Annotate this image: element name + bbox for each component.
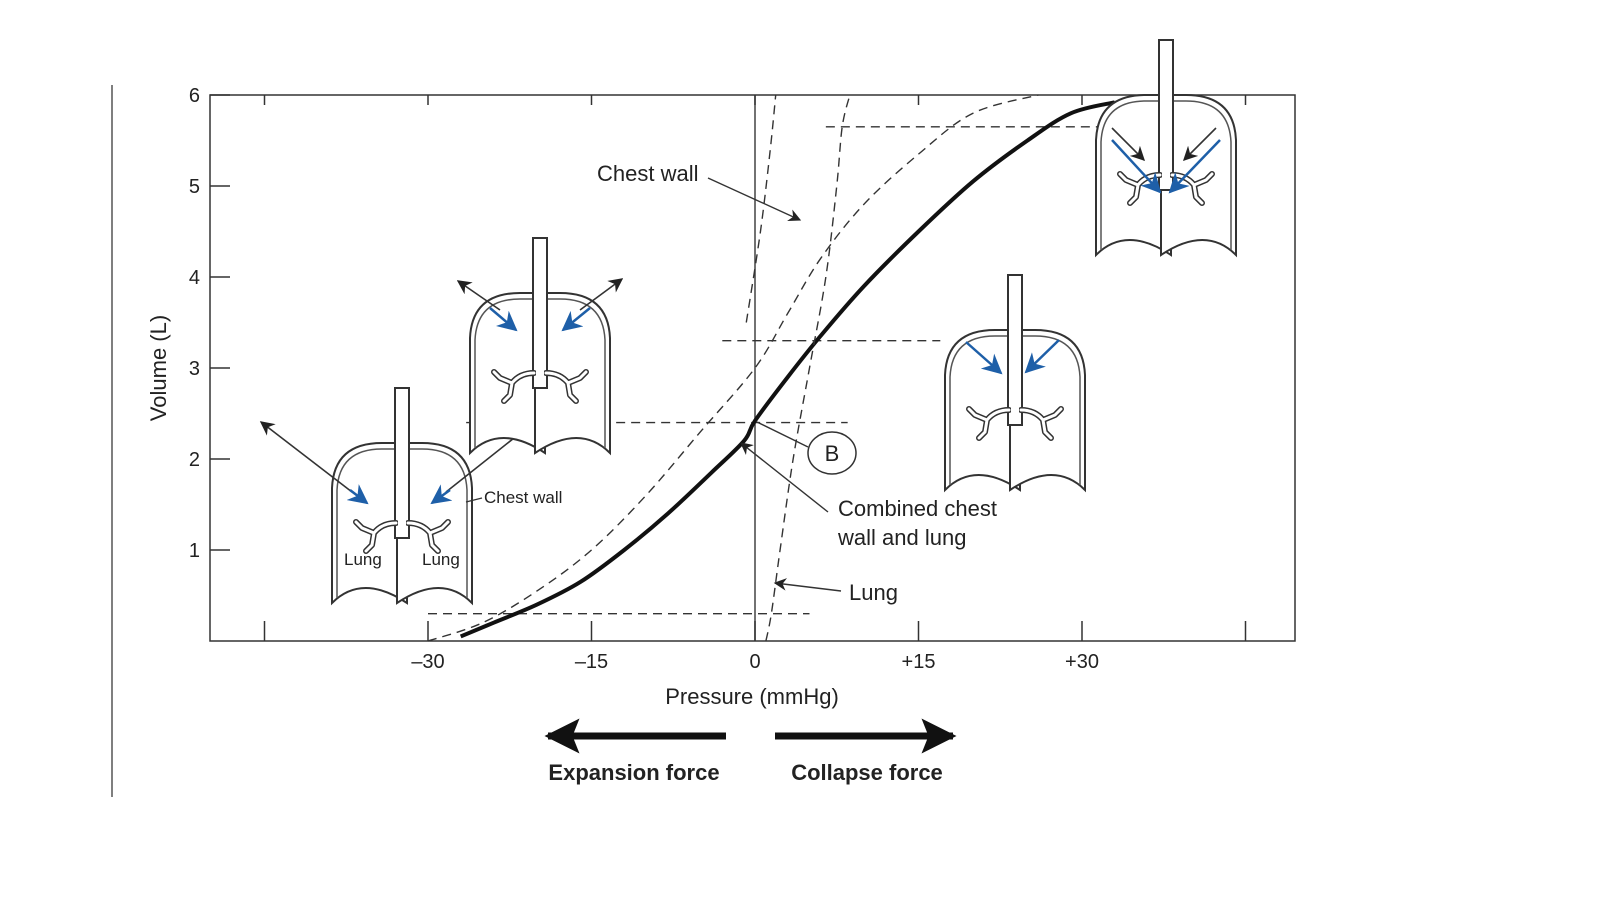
y-tick-label: 6 bbox=[189, 85, 200, 107]
expansion-force-label: Expansion force bbox=[548, 760, 719, 785]
blue-arrow-mr-right bbox=[1024, 339, 1060, 374]
y-ticks: 1 2 3 4 5 6 bbox=[189, 85, 230, 562]
series-line-1 bbox=[459, 100, 1116, 639]
lung-diagram-bottom-left: Lung Lung bbox=[332, 388, 472, 603]
annotation-lung-leader bbox=[773, 578, 842, 592]
blue-arrow-ul-right bbox=[561, 307, 591, 332]
expansion-arrow-left bbox=[259, 421, 353, 493]
annotation-chest-wall: Chest wall bbox=[597, 161, 698, 186]
annotation-combined-line2: wall and lung bbox=[837, 525, 966, 550]
blue-arrow-bl-right bbox=[430, 484, 453, 505]
expansion-arrow-ul-right bbox=[579, 278, 624, 311]
x-tick-label: +30 bbox=[1065, 651, 1099, 673]
diagram-chest-wall-label: Chest wall bbox=[484, 488, 562, 507]
annotation-lung: Lung bbox=[849, 580, 898, 605]
diagram-lung-label-right: Lung bbox=[422, 550, 460, 569]
b-marker-leader bbox=[756, 421, 809, 448]
blue-arrow-tr-left bbox=[1111, 139, 1162, 194]
blue-arrow-ul-left bbox=[489, 307, 518, 332]
blue-arrow-bl-left bbox=[346, 484, 369, 505]
diagram-lung-label-left: Lung bbox=[344, 550, 382, 569]
x-tick-label: 0 bbox=[749, 651, 760, 673]
lung-diagram-top-right bbox=[1096, 40, 1236, 255]
x-axis-title: Pressure (mmHg) bbox=[665, 684, 839, 709]
collapse-arrow-tr-right bbox=[1182, 127, 1217, 162]
x-tick-label: –15 bbox=[575, 651, 608, 673]
b-marker-ellipse bbox=[807, 431, 857, 475]
expansion-arrow-ul-left bbox=[456, 280, 501, 311]
annotation-combined-line1: Combined chest bbox=[838, 496, 997, 521]
x-ticks: –30 –15 0 +15 +30 bbox=[263, 95, 1247, 673]
blue-arrow-tr-right bbox=[1168, 139, 1221, 194]
annotation-combined-leader bbox=[740, 442, 829, 513]
y-tick-label: 5 bbox=[189, 176, 200, 198]
x-tick-label: +15 bbox=[902, 651, 936, 673]
collapse-force-label: Collapse force bbox=[791, 760, 943, 785]
series-line-4 bbox=[745, 94, 777, 323]
y-tick-label: 2 bbox=[189, 449, 200, 471]
series-line-3 bbox=[765, 94, 851, 642]
y-axis-title: Volume (L) bbox=[146, 315, 171, 421]
y-tick-label: 1 bbox=[189, 540, 200, 562]
y-tick-label: 4 bbox=[189, 267, 200, 289]
series-line-2 bbox=[427, 94, 1039, 642]
y-tick-label: 3 bbox=[189, 358, 200, 380]
annotation-chest-wall-leader bbox=[707, 177, 802, 222]
lung-diagram-middle-right bbox=[945, 275, 1085, 490]
lung-diagram-upper-left bbox=[470, 238, 610, 453]
annotation-combined: Combined chest wall and lung bbox=[837, 496, 1003, 550]
blue-arrow-mr-left bbox=[965, 341, 1003, 375]
chest-wall-leader bbox=[465, 497, 483, 503]
x-tick-label: –30 bbox=[411, 651, 444, 673]
collapse-arrow-tr-left bbox=[1111, 127, 1146, 162]
b-marker-label: B bbox=[825, 441, 840, 466]
